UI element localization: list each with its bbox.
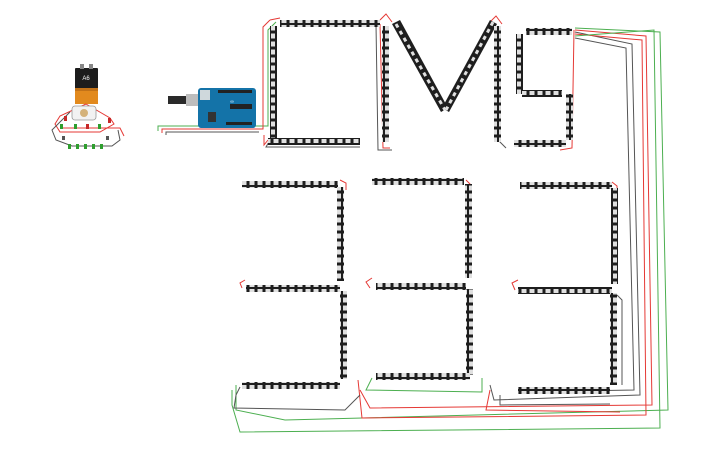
wire-m-loop-2 [379,23,390,149]
wire-d3-bottom [485,389,621,413]
led-strips [242,20,618,394]
led-strip-digit-3 [518,182,618,394]
led-strip-g [514,28,573,147]
wire-grey-arduino [165,131,259,135]
breadboard-circuit-icon [51,103,125,149]
wire-c-loop [263,17,281,147]
wire-d1-bottom [233,386,361,411]
wire-d2-bottom [365,377,483,393]
led-strip-c [268,20,380,145]
wire-g-red [359,29,653,409]
wire-d1-mid [239,279,246,289]
led-strip-m [382,20,501,142]
wire-d3-mid [511,279,519,291]
wire-d3-side [616,294,623,385]
battery-9v-icon: A6 [75,64,98,104]
led-strip-digit-2 [372,178,473,380]
wire-red-arduino [161,19,271,133]
battery-label: A6 [82,76,90,82]
wire-d3-b2 [499,395,611,406]
wire-m-grey [375,23,392,151]
wire-m-loop [379,13,393,23]
wire-g-green [235,27,669,421]
wire-g-grey [489,31,641,401]
wire-g-green-2 [231,29,661,433]
wire-d1-top [339,179,347,190]
usb-plug-icon [168,96,190,104]
wire-g-red-2 [357,33,647,419]
wire-d2-mid [365,277,373,289]
wire-g-red-3 [559,29,575,151]
wire-m-top [489,15,503,25]
wires [157,13,669,433]
led-strip-digit-1 [242,181,347,389]
arduino-uno-board-icon: ∞ [168,88,256,128]
svg-text:∞: ∞ [230,99,234,105]
